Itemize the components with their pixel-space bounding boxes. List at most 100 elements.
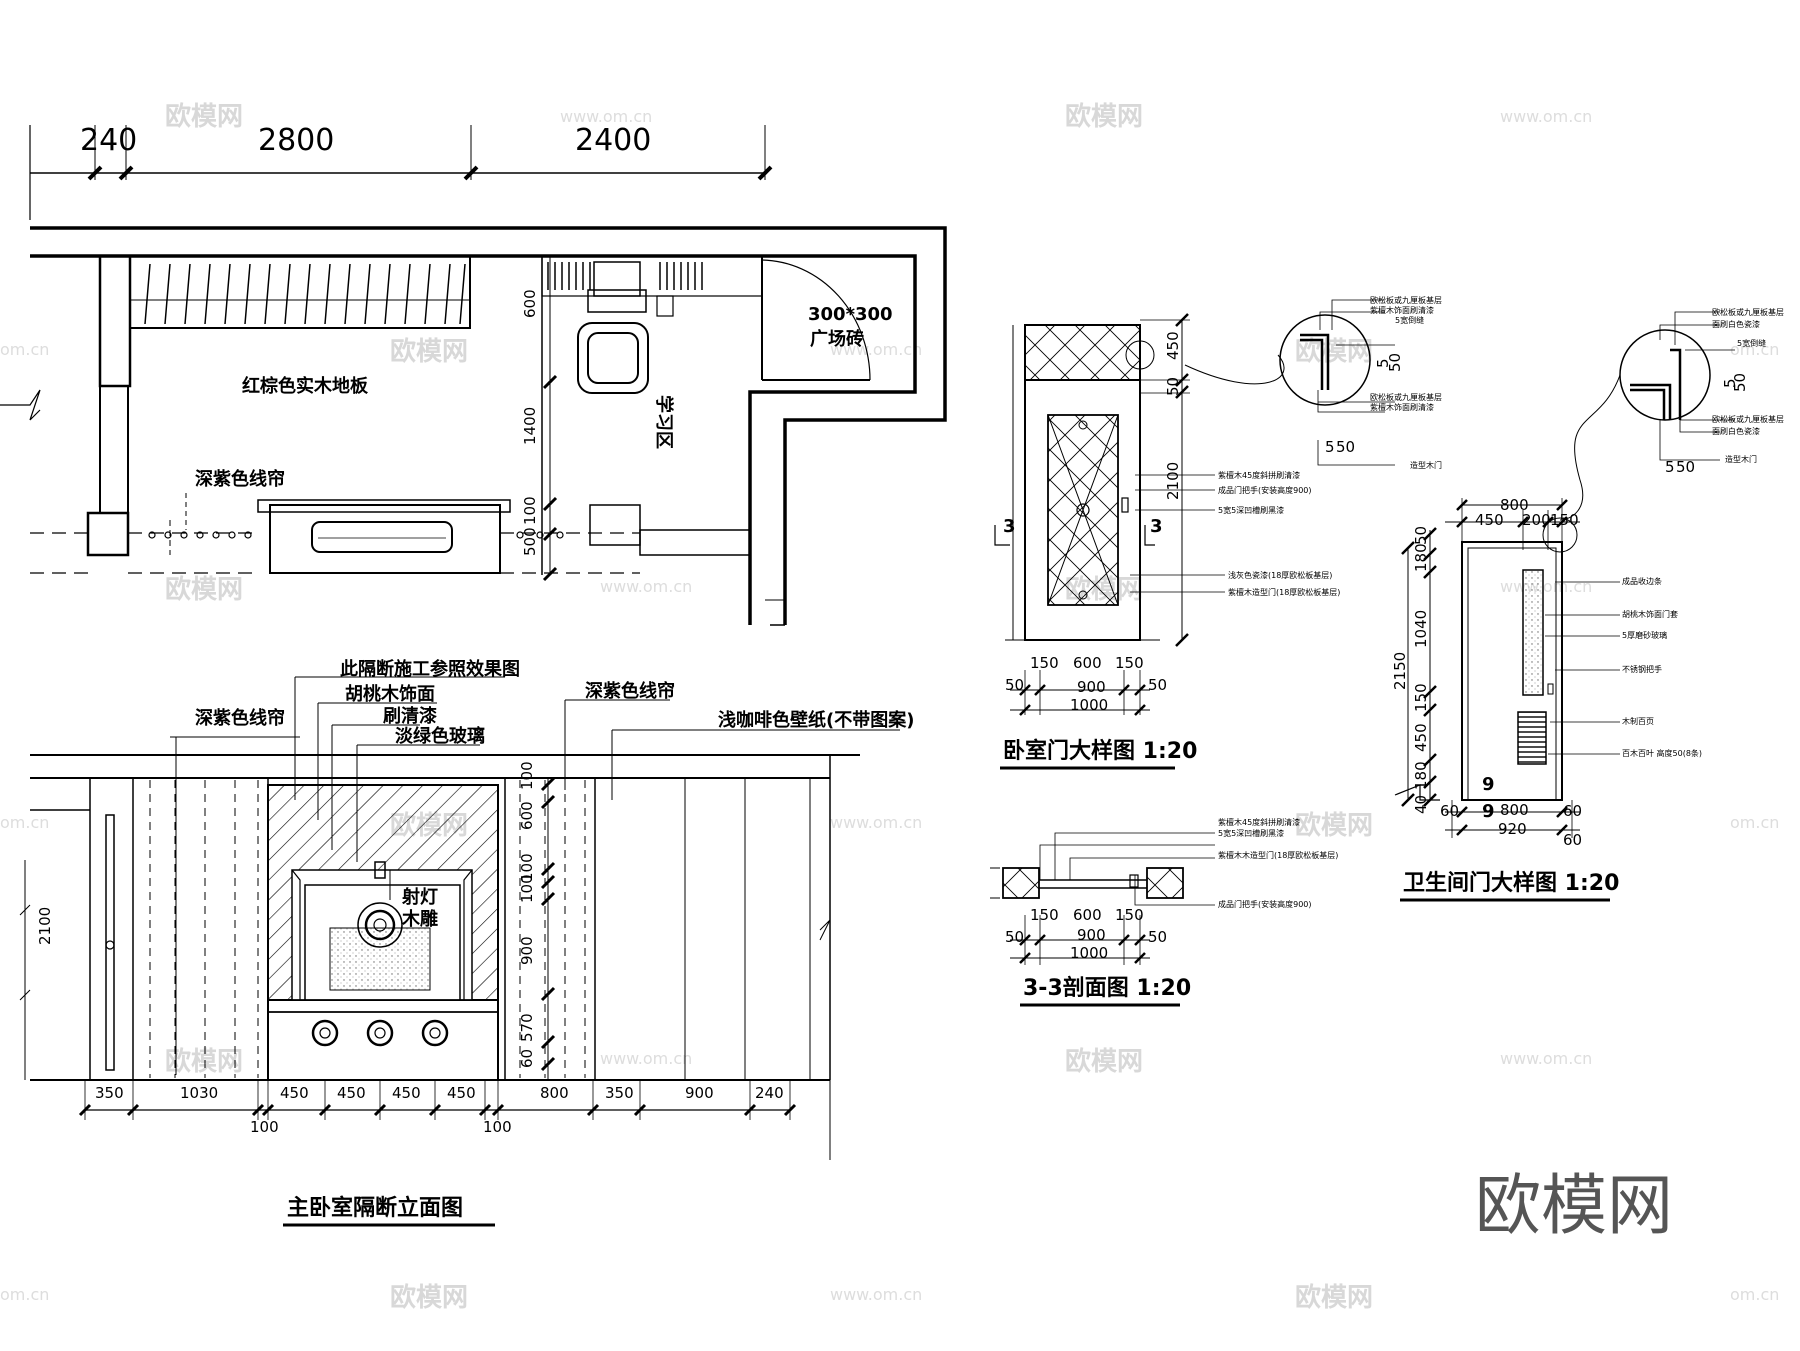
watermark-site: www.om.cn <box>1500 577 1592 596</box>
watermark-brand: 欧模网 <box>1065 101 1143 132</box>
bath-dim-450b: 450 <box>1412 723 1430 752</box>
elevation-title: 主卧室隔断立面图 <box>287 1195 463 1221</box>
watermark-site: om.cn <box>1730 1285 1779 1304</box>
section-mark-right: 3 <box>1150 516 1163 537</box>
bath-note-6: 百木百叶 高度50(8条) <box>1622 748 1702 758</box>
bath-dim-180b: 180 <box>1412 761 1430 790</box>
section-3-3-labels: 3-3剖面图 1:20 紫檀木45度斜拼刷清漆 5宽5深凹槽刷黑漆 紫檀木木造型… <box>1005 817 1338 1001</box>
callout-glass: 淡绿色玻璃 <box>395 725 485 747</box>
watermark-brand: 欧模网 <box>1065 1046 1143 1077</box>
dim-800: 800 <box>540 1084 569 1102</box>
bdoor-dim-600: 600 <box>1073 654 1102 672</box>
bath-note-3: 5厚磨砂玻璃 <box>1622 630 1667 640</box>
sec33-dim-900: 900 <box>1077 926 1106 944</box>
sec33-dim-50b: 50 <box>1148 928 1167 946</box>
label-tile: 广场砖 <box>810 328 864 350</box>
bath-dim-800b: 800 <box>1500 801 1529 819</box>
dim-900: 900 <box>685 1084 714 1102</box>
bath-dim-2150: 2150 <box>1391 652 1409 690</box>
dim-side-100: 100 <box>521 496 539 525</box>
callout-wallpaper: 浅咖啡色壁纸(不带图案) <box>718 709 914 731</box>
dim-top-2800: 2800 <box>258 123 334 158</box>
mouse-icon <box>656 295 674 317</box>
sec33-dim-150: 150 <box>1030 906 1059 924</box>
callout-walnut: 胡桃木饰面 <box>345 683 435 705</box>
bath-dim-50: 50 <box>1412 526 1430 545</box>
bath-detail-note-6: 造型木门 <box>1725 454 1757 464</box>
bath-note-2: 胡桃木饰面门套 <box>1622 609 1678 619</box>
watermark-site: om.cn <box>1730 813 1779 832</box>
watermark-brand: 欧模网 <box>165 1046 243 1077</box>
dim-1030: 1030 <box>180 1084 218 1102</box>
bath-dim-450: 450 <box>1475 511 1504 529</box>
label-tile-size: 300*300 <box>808 304 893 325</box>
dim-450-b: 450 <box>337 1084 366 1102</box>
bath-detail-note-5: 面刷白色瓷漆 <box>1712 426 1760 436</box>
watermark-brand: 欧模网 <box>390 1282 468 1313</box>
bath-detail-note-2: 面刷白色瓷漆 <box>1712 319 1760 329</box>
bdoor-dim-50: 50 <box>1164 377 1182 396</box>
bath-detail-note-3: 5宽倒缝 <box>1737 338 1766 348</box>
callout-varnish: 刷清漆 <box>383 705 437 727</box>
bath-mark-9b: 9 <box>1482 801 1495 822</box>
watermark-site: www.om.cn <box>830 1285 922 1304</box>
bdoor-dim-150: 150 <box>1030 654 1059 672</box>
watermark-site: www.om.cn <box>1500 107 1592 126</box>
dim-450-c: 450 <box>392 1084 421 1102</box>
bedroom-door-title: 卧室门大样图 1:20 <box>1003 738 1197 764</box>
bdoor-detail-note-6: 造型木门 <box>1410 460 1442 470</box>
sec33-dim-600: 600 <box>1073 906 1102 924</box>
cabinet-knobs <box>311 1019 449 1047</box>
door-handle-icon <box>1121 497 1129 513</box>
watermark-site: www.om.cn <box>560 107 652 126</box>
bath-door-title: 卫生间门大样图 1:20 <box>1403 870 1619 896</box>
watermark-site: www.om.cn <box>830 813 922 832</box>
callout-spotlight: 射灯 <box>401 886 438 908</box>
dim-450-a: 450 <box>280 1084 309 1102</box>
watermark-site: om.cn <box>0 813 49 832</box>
dim-450-d: 450 <box>447 1084 476 1102</box>
dim-top-2400: 2400 <box>575 123 651 158</box>
bdoor-dim-50b: 50 <box>1148 676 1167 694</box>
bath-detail-dim-5: 5 <box>1721 378 1739 388</box>
watermark-site: om.cn <box>0 1285 49 1304</box>
dim-350: 350 <box>95 1084 124 1102</box>
sec33-dim-1000: 1000 <box>1070 944 1108 962</box>
bdoor-detail-note-4: 欧松板或九厘板基层 <box>1370 392 1442 402</box>
brand-watermark: 欧模网 <box>1475 1167 1673 1244</box>
watermark-brand: 欧模网 <box>1295 1282 1373 1313</box>
watermark-brand: 欧模网 <box>390 336 468 367</box>
watermark-site: om.cn <box>1730 340 1779 359</box>
sec33-dim-150b: 150 <box>1115 906 1144 924</box>
wood-carving-icon <box>357 902 403 948</box>
bdoor-dim-900: 900 <box>1077 678 1106 696</box>
bedroom-door-labels: 卧室门大样图 1:20 3 3 450 50 2100 50 150 600 1… <box>1003 295 1442 764</box>
dim-r-900: 900 <box>518 936 536 965</box>
bdoor-detail-note-1: 欧松板或九厘板基层 <box>1370 295 1442 305</box>
dim-side-1400: 1400 <box>521 407 539 445</box>
bathroom-door-labels: 卫生间门大样图 1:20 800 450 200 150 50 180 1040… <box>1391 307 1784 896</box>
dim-r-100b: 100 <box>518 853 536 882</box>
bdoor-detail-dim-5b: 5 <box>1325 438 1335 456</box>
watermark-brand: 欧模网 <box>165 101 243 132</box>
bath-dim-800: 800 <box>1500 496 1529 514</box>
section-mark-left: 3 <box>1003 516 1016 537</box>
dim-100-a: 100 <box>250 1118 279 1136</box>
bdoor-note-5: 紫檀木造型门(18厚欧松板基层) <box>1228 587 1340 597</box>
bdoor-note-1: 紫檀木45度斜拼刷清漆 <box>1218 470 1300 480</box>
elevation-labels: 深紫色线帘 此隔断施工参照效果图 胡桃木饰面 刷清漆 淡绿色玻璃 深紫色线帘 浅… <box>36 658 914 1221</box>
bdoor-detail-dim-50b: 50 <box>1336 438 1355 456</box>
bath-note-1: 成品收边条 <box>1622 576 1662 586</box>
watermark-site: www.om.cn <box>1500 1049 1592 1068</box>
bath-detail-dim-50: 50 <box>1731 373 1749 392</box>
dim-top-240: 240 <box>80 123 137 158</box>
bdoor-note-2: 成品门把手(安装高度900) <box>1218 485 1312 495</box>
dim-side-500: 500 <box>521 527 539 556</box>
callout-reference: 此隔断施工参照效果图 <box>340 658 520 680</box>
bath-note-5: 木制百页 <box>1622 716 1654 726</box>
bath-detail-note-4: 欧松板或九厘板基层 <box>1712 414 1784 424</box>
bath-dim-180: 180 <box>1412 543 1430 572</box>
sec33-note-2: 5宽5深凹槽刷黑漆 <box>1218 828 1284 838</box>
bath-dim-60: 60 <box>1440 802 1459 820</box>
dim-r-60: 60 <box>518 1049 536 1068</box>
